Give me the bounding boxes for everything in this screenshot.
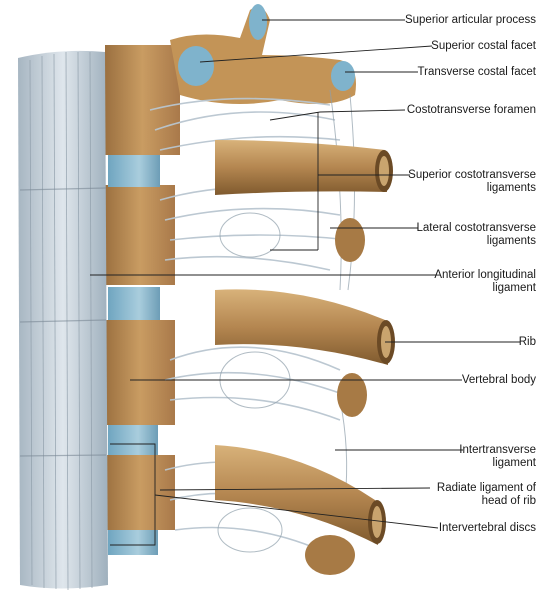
label-text: ligaments bbox=[486, 182, 536, 194]
intervertebral-disc-2 bbox=[108, 287, 160, 320]
label-anterior-longitudinal-ligament: Anterior longitudinal ligament bbox=[434, 269, 536, 295]
label-text: Anterior longitudinal bbox=[434, 269, 536, 281]
rib-middle bbox=[215, 289, 388, 365]
label-vertebral-body: Vertebral body bbox=[462, 374, 536, 387]
label-text: Superior articular process bbox=[404, 14, 536, 26]
label-text: Rib bbox=[518, 336, 536, 348]
label-text: Intertransverse bbox=[459, 444, 536, 456]
intervertebral-disc-4 bbox=[108, 530, 158, 555]
transverse-costal-facet bbox=[331, 61, 355, 91]
anterior-longitudinal-ligament bbox=[18, 50, 108, 591]
intervertebral-disc-3 bbox=[108, 425, 158, 455]
leader-lines bbox=[90, 19, 520, 546]
label-superior-costal-facet: Superior costal facet bbox=[431, 40, 536, 53]
intervertebral-disc-1 bbox=[108, 155, 160, 187]
superior-articular-facet bbox=[249, 4, 267, 40]
label-costotransverse-foramen: Costotransverse foramen bbox=[407, 104, 536, 117]
label-text: Intervertebral discs bbox=[438, 522, 536, 534]
label-text: Lateral costotransverse bbox=[416, 222, 536, 234]
upper-vertebra bbox=[170, 4, 356, 105]
label-text: Superior costal facet bbox=[431, 40, 536, 52]
rib-upper bbox=[215, 140, 387, 195]
label-text: ligament bbox=[492, 457, 536, 469]
label-text: Costotransverse foramen bbox=[406, 104, 536, 116]
label-transverse-costal-facet: Transverse costal facet bbox=[418, 66, 536, 79]
label-superior-costotransverse-ligaments: Superior costotransverse ligaments bbox=[408, 169, 536, 195]
label-text: Transverse costal facet bbox=[417, 66, 536, 78]
label-lateral-costotransverse-ligaments: Lateral costotransverse ligaments bbox=[416, 222, 536, 248]
label-text: Superior costotransverse bbox=[408, 169, 536, 181]
label-intervertebral-discs: Intervertebral discs bbox=[439, 522, 536, 535]
label-rib: Rib bbox=[519, 336, 536, 349]
transverse-processes bbox=[305, 218, 367, 575]
label-text: ligament bbox=[492, 282, 536, 294]
rib-lower bbox=[215, 445, 378, 545]
label-text: Radiate ligament of bbox=[436, 482, 536, 494]
label-superior-articular-process: Superior articular process bbox=[405, 14, 536, 27]
label-text: Vertebral body bbox=[461, 374, 536, 386]
vertebral-column bbox=[105, 45, 180, 555]
label-intertransverse-ligament: Intertransverse ligament bbox=[459, 444, 536, 470]
superior-costal-facet bbox=[178, 46, 214, 86]
label-radiate-ligament: Radiate ligament of head of rib bbox=[437, 482, 536, 508]
ribs bbox=[215, 140, 395, 545]
label-text: ligaments bbox=[486, 235, 536, 247]
label-text: head of rib bbox=[481, 495, 536, 507]
